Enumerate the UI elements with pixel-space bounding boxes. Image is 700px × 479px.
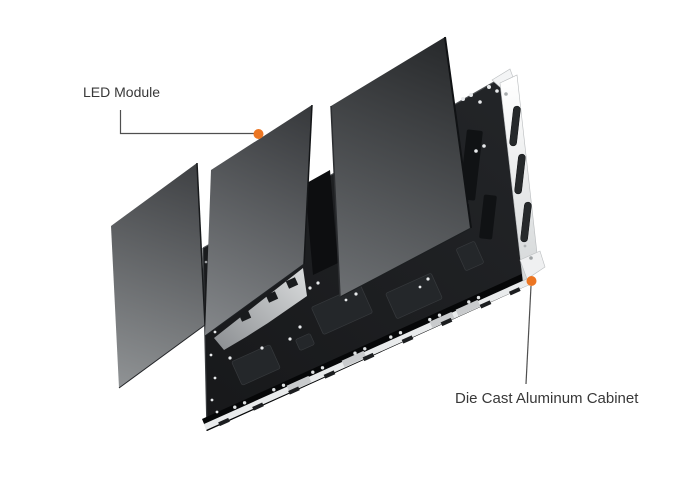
led-module-panel-left [111,162,206,389]
callout-line-cabinet [525,285,532,385]
callout-marker-led-module [253,129,264,139]
cabinet-rib [305,170,338,275]
label-die-cast-aluminum-cabinet: Die Cast Aluminum Cabinet [455,390,639,407]
led-module-panel-middle [204,104,313,337]
callout-marker-cabinet [526,276,537,286]
led-module-panel-right [330,36,472,298]
callout-led-module [119,110,264,139]
bottom-screws [233,295,481,409]
callout-line-led-module [119,110,254,135]
label-led-module: LED Module [83,84,161,100]
cabinet-face-modules [231,241,484,386]
cabinet-bottom-edge [202,272,531,431]
callout-cabinet [525,276,537,385]
cabinet-side-rail [491,68,546,282]
aluminum-plate [214,268,307,350]
connector-slots [509,105,532,243]
